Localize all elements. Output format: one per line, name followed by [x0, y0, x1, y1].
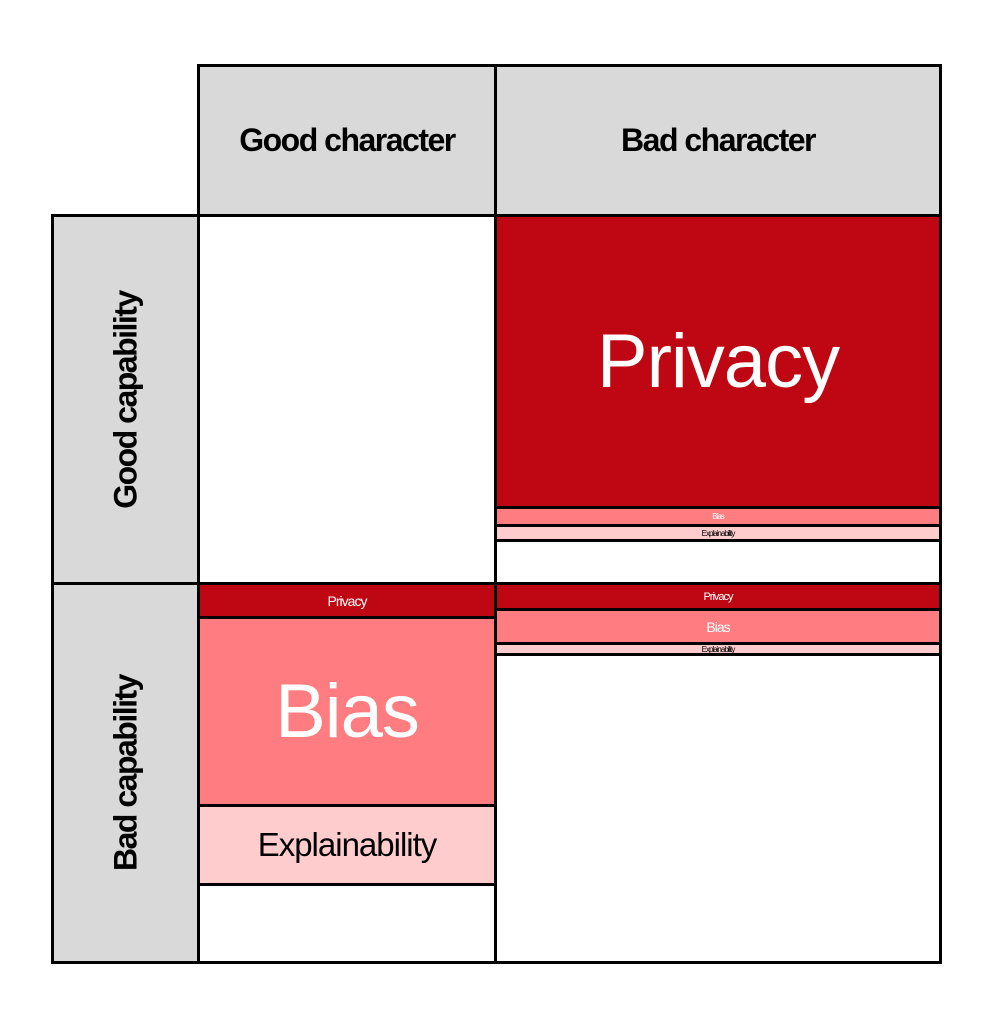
block-explainability: Explainability — [497, 645, 939, 656]
block-label: Bias — [275, 669, 420, 754]
block-privacy: Privacy — [497, 585, 939, 611]
column-header-label: Bad character — [621, 122, 816, 158]
cell-good-capability-good-character — [197, 214, 497, 585]
column-header-bad-character: Bad character — [494, 64, 942, 217]
column-header-label: Good character — [239, 122, 456, 158]
block-bias: Bias — [497, 509, 939, 527]
block-bias: Bias — [497, 611, 939, 645]
block-explainability: Explainability — [200, 807, 494, 886]
block-label: Bias — [706, 618, 730, 635]
block-label: Privacy — [596, 319, 840, 404]
block-explainability: Explainability — [497, 527, 939, 542]
block-privacy: Privacy — [497, 217, 939, 509]
row-header-label: Bad capability — [107, 675, 143, 871]
block-label: Explainability — [701, 528, 736, 538]
block-label: Privacy — [327, 592, 368, 609]
block-label: Explainability — [701, 645, 736, 654]
block-label: Explainability — [257, 826, 438, 863]
block-label: Bias — [712, 512, 725, 521]
block-privacy: Privacy — [200, 585, 494, 619]
column-header-good-character: Good character — [197, 64, 497, 217]
block-label: Privacy — [703, 590, 733, 603]
block-bias: Bias — [200, 619, 494, 807]
row-header-label: Good capability — [107, 290, 143, 509]
row-header-good-capability: Good capability — [51, 214, 200, 585]
row-header-bad-capability: Bad capability — [51, 582, 200, 964]
